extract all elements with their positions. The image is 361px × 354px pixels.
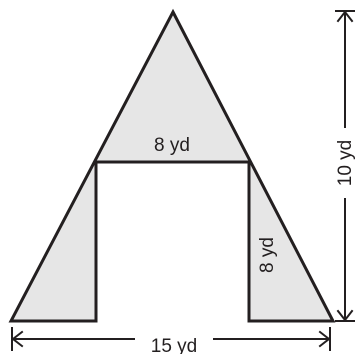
base-width-label: 15 yd [151,336,197,354]
height-arrow-up-icon [336,10,354,23]
triangle-with-rectangle-cutout [8,8,336,323]
base-arrow-right-icon [318,330,331,348]
total-height-dimension: 10 yd [335,10,356,322]
height-arrow-down-icon [336,309,354,322]
base-width-dimension: 15 yd [11,327,331,354]
inner-height-label: 8 yd [257,237,278,273]
inner-width-label: 8 yd [154,135,190,156]
total-height-label: 10 yd [335,140,356,186]
base-arrow-left-icon [11,330,24,348]
